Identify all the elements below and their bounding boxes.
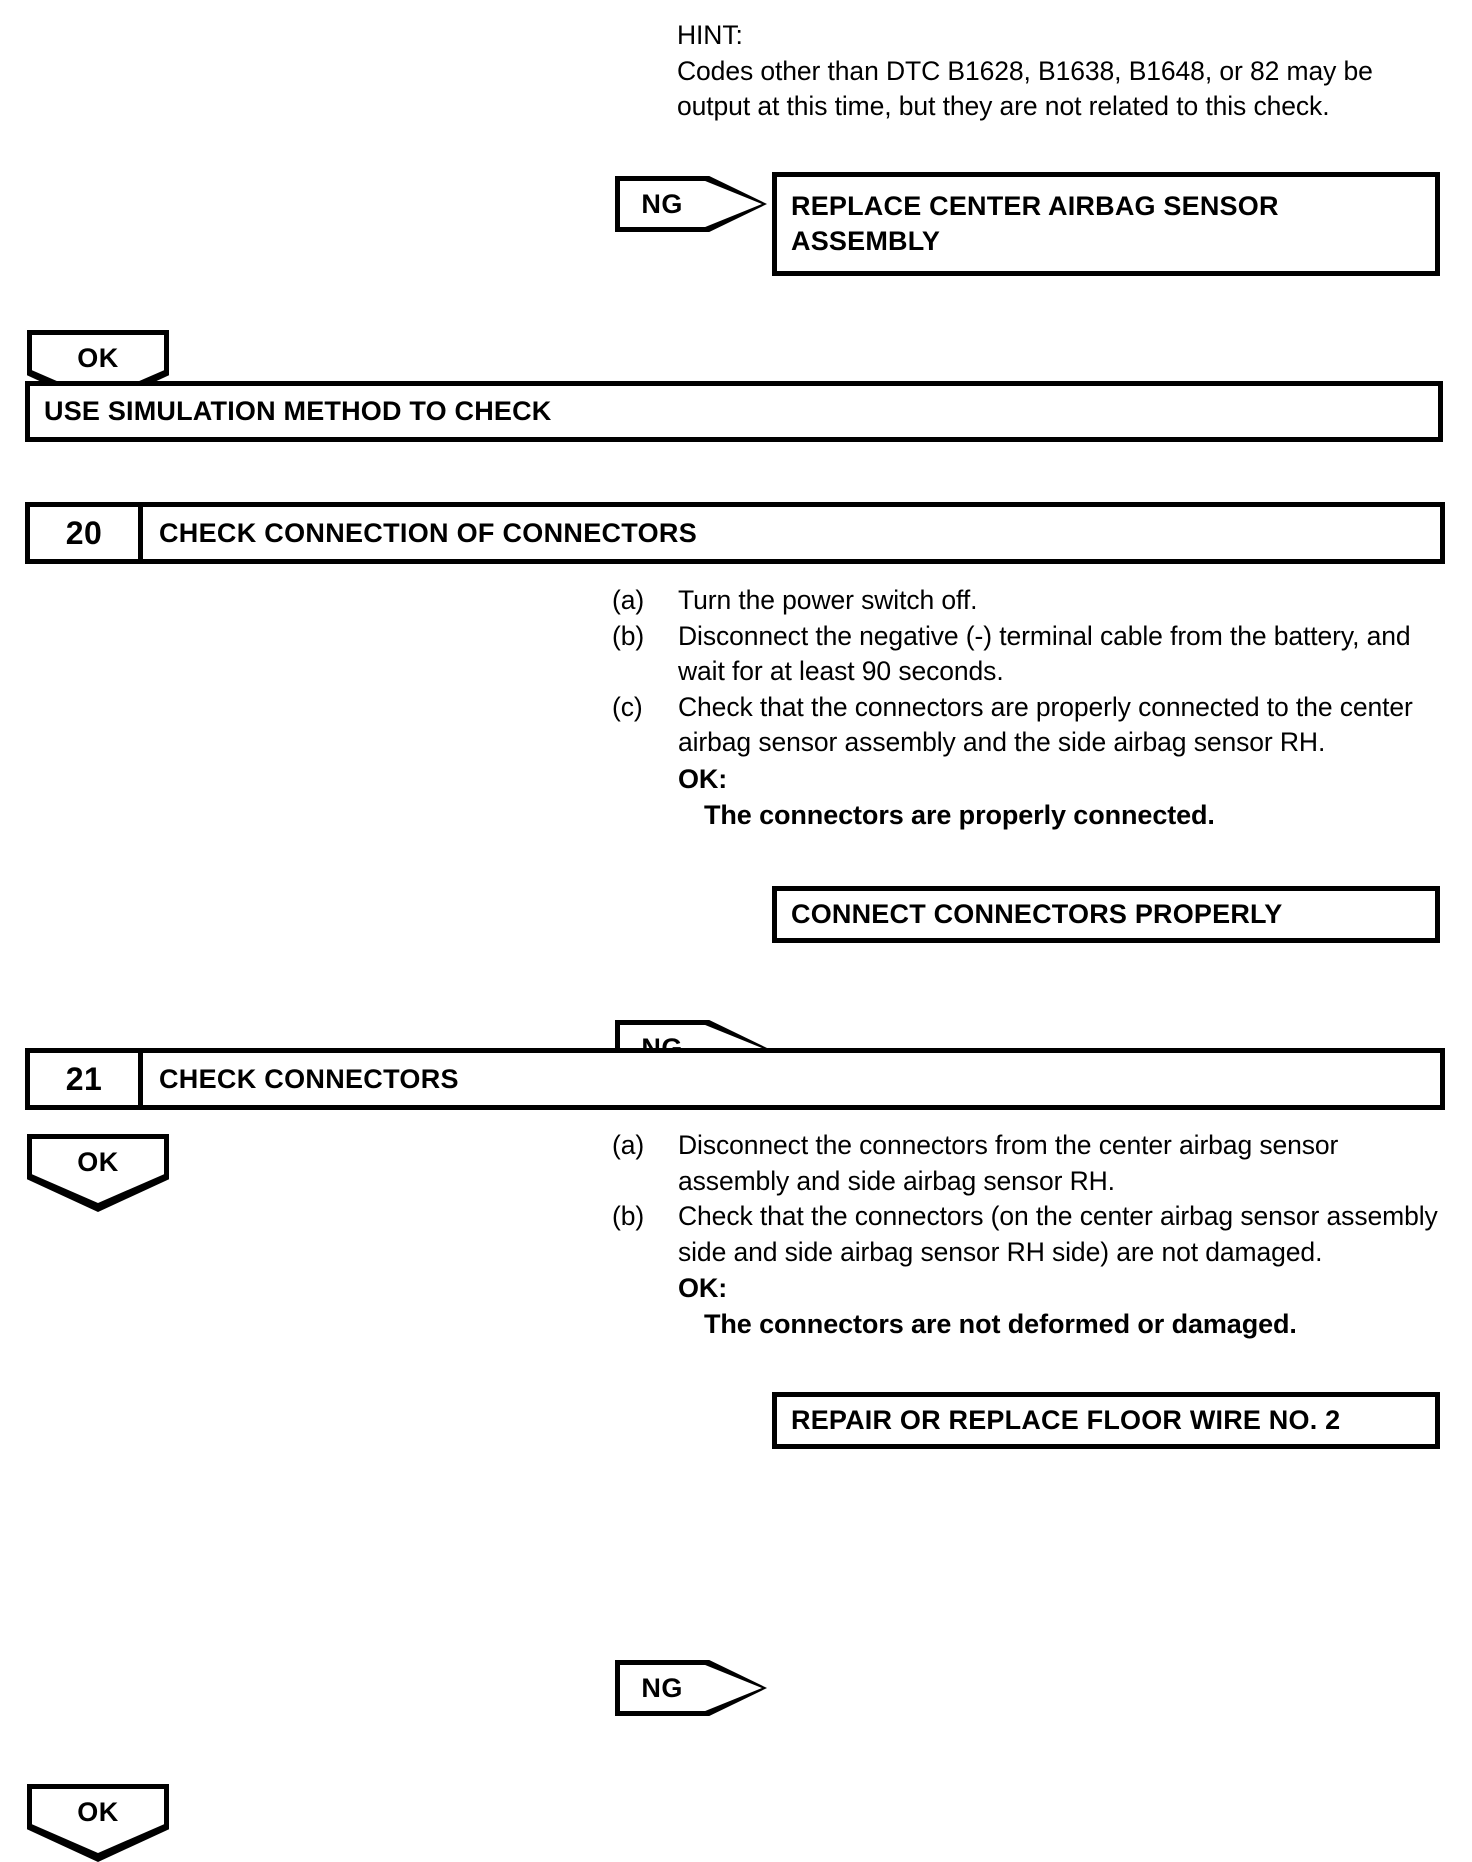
procedure-item-text: Disconnect the connectors from the cente… xyxy=(678,1130,1339,1196)
result-box-label: REPLACE CENTER AIRBAG SENSOR ASSEMBLY xyxy=(791,191,1279,256)
result-box-label: REPAIR OR REPLACE FLOOR WIRE NO. 2 xyxy=(791,1405,1341,1435)
procedure-item: (a) Disconnect the connectors from the c… xyxy=(612,1128,1452,1199)
procedure-list-21: (a) Disconnect the connectors from the c… xyxy=(612,1128,1452,1342)
procedure-item-text: Turn the power switch off. xyxy=(678,585,978,615)
procedure-item-label: (a) xyxy=(612,585,645,615)
procedure-item-label: (a) xyxy=(612,1130,645,1160)
procedure-item: (b) Disconnect the negative (-) terminal… xyxy=(612,619,1452,690)
ok-criteria-label: OK: xyxy=(678,763,728,794)
ng-marker-label: NG xyxy=(641,1672,683,1703)
result-box-label: CONNECT CONNECTORS PROPERLY xyxy=(791,899,1283,929)
ng-marker-step19: NG xyxy=(615,176,767,232)
step-header-21[interactable]: 21 CHECK CONNECTORS xyxy=(25,1048,1445,1110)
step-number-20: 20 xyxy=(30,507,143,559)
procedure-item: (b) Check that the connectors (on the ce… xyxy=(612,1199,1452,1270)
step-number-21: 21 xyxy=(30,1053,143,1105)
step-title-20: CHECK CONNECTION OF CONNECTORS xyxy=(159,517,698,548)
ok-marker-label: OK xyxy=(77,1796,119,1827)
step-header-20[interactable]: 20 CHECK CONNECTION OF CONNECTORS xyxy=(25,502,1445,564)
ok-criteria-text: The connectors are properly connected. xyxy=(704,799,1215,830)
ok-marker-step20: OK xyxy=(27,1134,169,1212)
hint-body: Codes other than DTC B1628, B1638, B1648… xyxy=(677,55,1373,122)
procedure-item-text: Check that the connectors are properly c… xyxy=(678,691,1413,758)
ok-marker-label: OK xyxy=(77,342,119,373)
procedure-item: (c) Check that the connectors are proper… xyxy=(612,690,1452,761)
ng-marker-label: NG xyxy=(641,188,683,219)
result-box-connect-connectors-properly[interactable]: CONNECT CONNECTORS PROPERLY xyxy=(772,886,1440,943)
procedure-item: (a) Turn the power switch off. xyxy=(612,583,1452,619)
procedure-item-label: (b) xyxy=(612,620,645,651)
step-title-21: CHECK CONNECTORS xyxy=(159,1063,459,1094)
procedure-list-20: (a) Turn the power switch off. (b) Disco… xyxy=(612,583,1452,833)
procedure-item-label: (c) xyxy=(612,691,643,722)
ok-criteria-label: OK: xyxy=(678,1273,728,1303)
procedure-item-text: Disconnect the negative (-) terminal cab… xyxy=(678,620,1411,687)
ok-marker-label: OK xyxy=(77,1146,119,1177)
simulation-box-label: USE SIMULATION METHOD TO CHECK xyxy=(44,396,552,426)
ok-marker-step21: OK xyxy=(27,1784,169,1862)
ng-marker-step21: NG xyxy=(615,1660,767,1716)
ok-criteria-text: The connectors are not deformed or damag… xyxy=(704,1309,1297,1339)
result-box-replace-center-airbag-sensor-assembly[interactable]: REPLACE CENTER AIRBAG SENSOR ASSEMBLY xyxy=(772,172,1440,276)
hint-block: HINT: Codes other than DTC B1628, B1638,… xyxy=(677,18,1447,125)
result-box-use-simulation-method[interactable]: USE SIMULATION METHOD TO CHECK xyxy=(25,381,1443,442)
procedure-item-label: (b) xyxy=(612,1201,645,1231)
result-box-repair-or-replace-floor-wire[interactable]: REPAIR OR REPLACE FLOOR WIRE NO. 2 xyxy=(772,1392,1440,1449)
hint-label: HINT: xyxy=(677,20,743,50)
procedure-item-text: Check that the connectors (on the center… xyxy=(678,1201,1438,1267)
